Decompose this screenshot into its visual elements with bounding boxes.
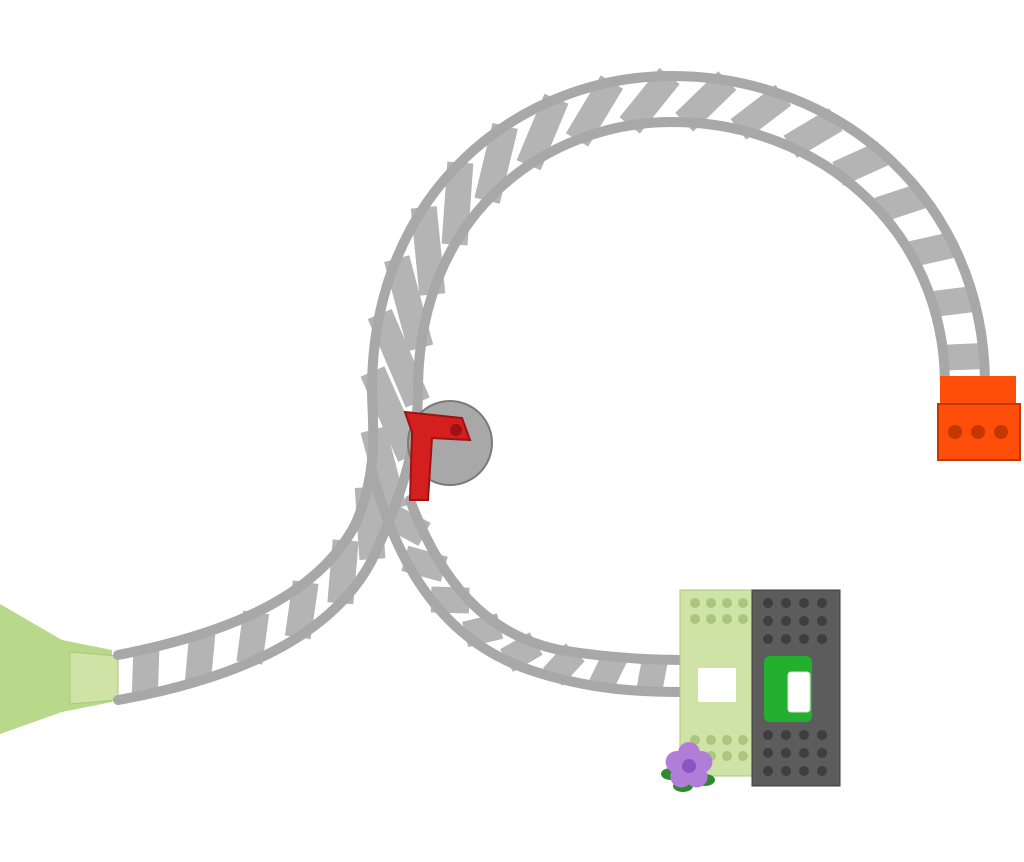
station-stud <box>799 748 809 758</box>
station-stud <box>817 730 827 740</box>
signal-block <box>764 656 812 722</box>
track-sleeper <box>236 610 270 665</box>
track-sleeper <box>441 161 474 246</box>
track-sleeper <box>619 67 680 134</box>
track-sleeper <box>516 93 569 171</box>
station-stud <box>706 614 716 624</box>
station-stud <box>817 616 827 626</box>
station-stud <box>781 766 791 776</box>
loop-track <box>113 67 990 705</box>
station-stud <box>763 598 773 608</box>
track-sleeper <box>832 141 889 186</box>
track-sleeper <box>730 84 792 140</box>
track-sleeper <box>327 539 359 605</box>
station-stud <box>763 748 773 758</box>
station-stud <box>706 598 716 608</box>
track-sleeper <box>636 657 668 694</box>
station-stud <box>817 598 827 608</box>
flower-petal <box>665 750 688 773</box>
buffer-stud <box>971 425 985 439</box>
station-platform <box>679 589 841 787</box>
station-stud <box>763 766 773 776</box>
station-stud <box>763 616 773 626</box>
track-sleeper <box>367 308 430 408</box>
track-sleeper <box>474 122 518 204</box>
track-sleeper <box>410 206 446 296</box>
station-stud <box>738 598 748 608</box>
buffer-stud <box>948 425 962 439</box>
station-stud <box>781 730 791 740</box>
station-stud <box>817 634 827 644</box>
station-stud <box>738 751 748 761</box>
track-sleeper <box>184 632 216 683</box>
entry-ramp <box>0 604 119 734</box>
station-stud <box>799 766 809 776</box>
track-sleeper <box>360 366 423 462</box>
station-stud <box>817 748 827 758</box>
station-stud <box>799 730 809 740</box>
station-stud <box>817 766 827 776</box>
track-sleeper <box>131 648 160 696</box>
track-sleeper <box>908 232 957 267</box>
track-sleeper <box>284 580 319 640</box>
station-stud <box>690 735 700 745</box>
track-sleeper <box>931 286 976 318</box>
station-stud <box>781 748 791 758</box>
station-stud <box>799 598 809 608</box>
flower <box>661 742 715 792</box>
track-sleeper <box>384 255 434 352</box>
track-sleeper <box>675 71 737 132</box>
station-stud <box>722 751 732 761</box>
track-sleeper <box>588 651 627 693</box>
station-stud <box>722 598 732 608</box>
station-stud <box>722 614 732 624</box>
station-stud <box>722 735 732 745</box>
switch-lever[interactable] <box>403 400 493 501</box>
station-stud <box>799 616 809 626</box>
station-stud <box>738 735 748 745</box>
station-stud <box>738 614 748 624</box>
station-stud <box>781 598 791 608</box>
station-stud <box>763 634 773 644</box>
station-stud <box>781 634 791 644</box>
buffer-stop <box>937 376 1021 461</box>
station-stud <box>799 634 809 644</box>
station-stud <box>690 614 700 624</box>
station-stud <box>706 735 716 745</box>
buffer-stud <box>994 425 1008 439</box>
track-sleeper <box>874 183 927 223</box>
station-stud <box>781 616 791 626</box>
track-sleeper <box>943 343 985 371</box>
track-sleeper <box>565 75 624 147</box>
station-stud <box>690 598 700 608</box>
track-sleeper <box>783 108 843 158</box>
station-stud <box>763 730 773 740</box>
